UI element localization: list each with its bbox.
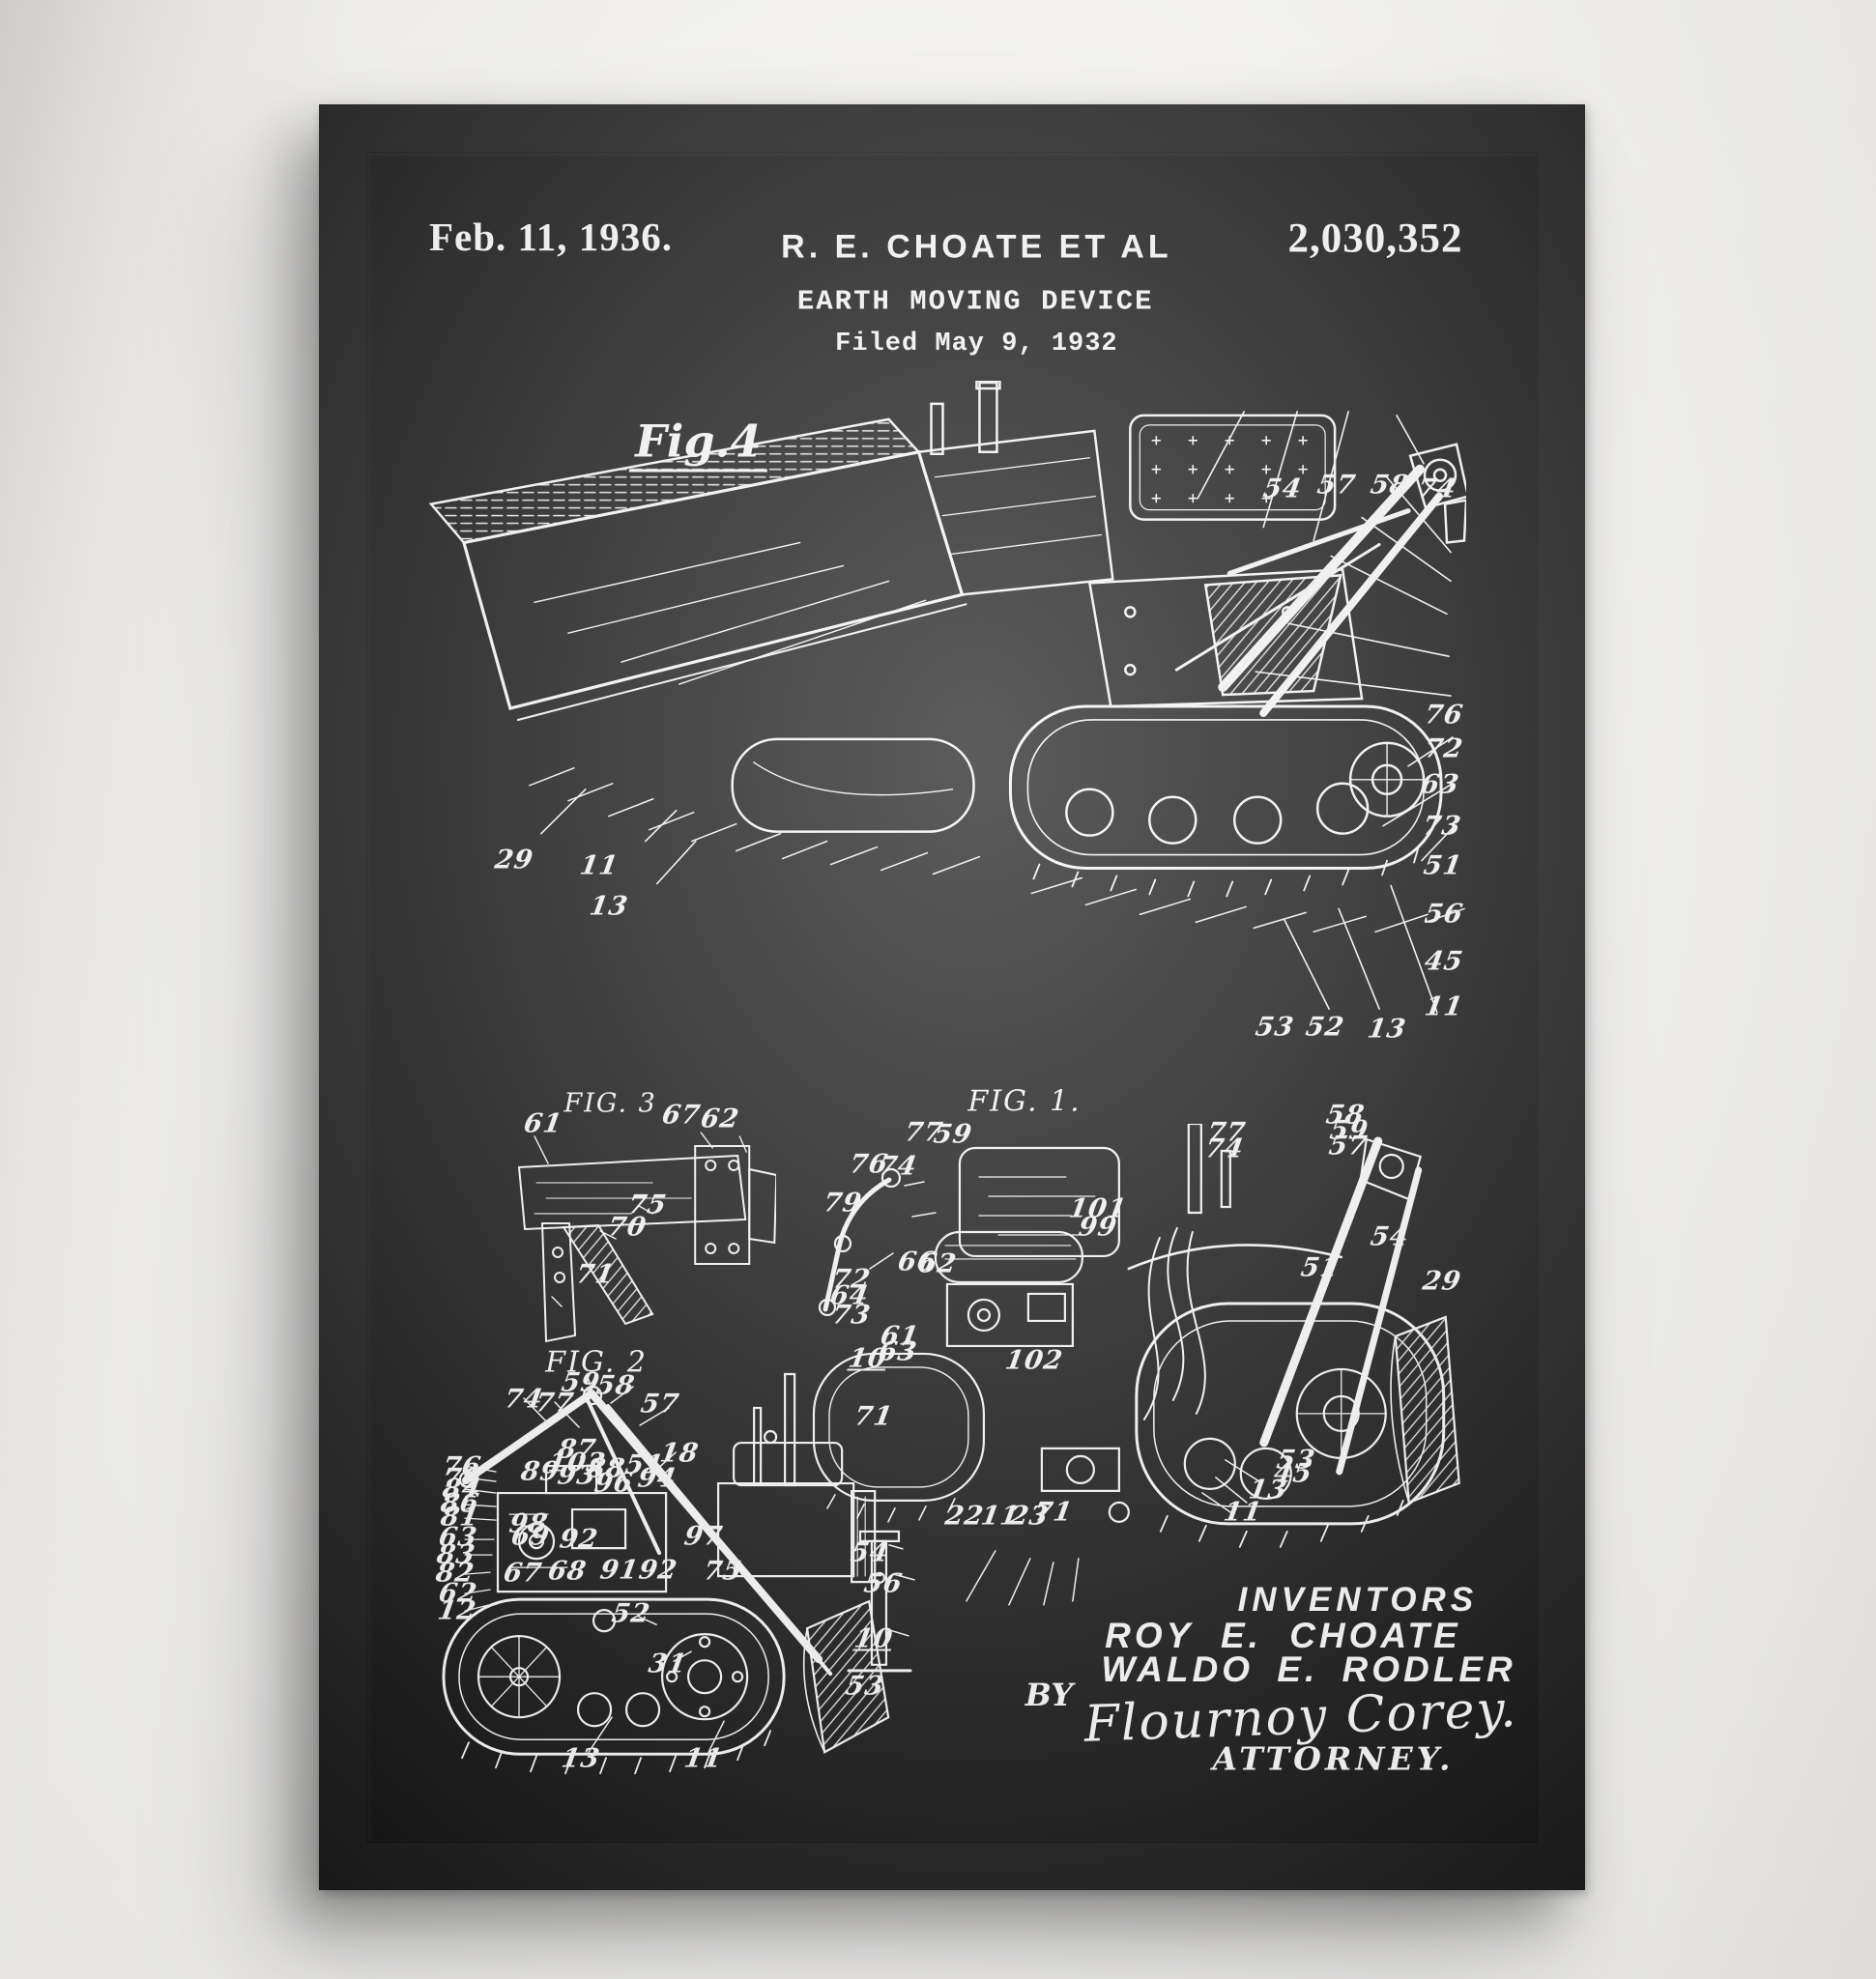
attorney-label: ATTORNEY.	[1212, 1740, 1454, 1778]
by-label: BY	[1025, 1677, 1073, 1713]
fig2-caption: FIG. 2	[545, 1345, 648, 1379]
patent-number: 2,030,352	[1288, 215, 1463, 263]
inventors-heading: INVENTORS	[1238, 1581, 1479, 1620]
picture-frame: Feb. 11, 1936. R. E. CHOATE ET AL EARTH …	[319, 104, 1585, 1890]
fig2-drawing	[432, 1369, 923, 1783]
fig4-drawing	[414, 381, 1466, 1065]
fig4-caption: Fig.4	[629, 415, 766, 472]
patent-poster: Feb. 11, 1936. R. E. CHOATE ET AL EARTH …	[367, 153, 1537, 1842]
patent-inventor-line: R. E. CHOATE ET AL	[781, 228, 1171, 266]
patent-date: Feb. 11, 1936.	[429, 214, 673, 260]
fig1-caption: FIG. 1.	[967, 1085, 1081, 1119]
patent-title: EARTH MOVING DEVICE	[797, 285, 1154, 317]
fig3-drawing	[507, 1115, 776, 1343]
patent-filed-line: Filed May 9, 1932	[835, 330, 1117, 359]
fig3-caption: FIG. 3	[563, 1089, 656, 1119]
